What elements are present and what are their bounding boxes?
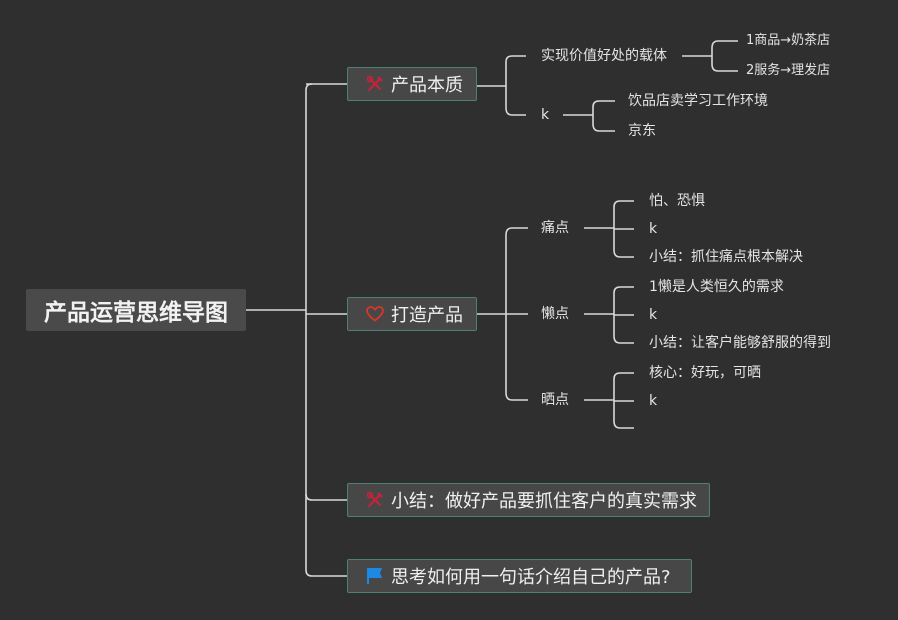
node-share-core[interactable]: 核心：好玩，可晒 <box>649 365 761 381</box>
node-k-share[interactable]: k <box>649 393 658 409</box>
branch-summary[interactable]: 小结：做好产品要抓住客户的真实需求 <box>347 483 710 517</box>
branch-label: 小结：做好产品要抓住客户的真实需求 <box>391 491 697 512</box>
node-jd[interactable]: 京东 <box>628 123 656 139</box>
branch-label: 打造产品 <box>391 305 463 326</box>
node-share-point[interactable]: 晒点 <box>541 392 569 408</box>
root-label: 产品运营思维导图 <box>44 300 228 326</box>
heart-icon <box>364 303 386 325</box>
branch-think[interactable]: 思考如何用一句话介绍自己的产品? <box>347 559 692 593</box>
node-k-pain[interactable]: k <box>649 221 658 237</box>
node-drink-shop[interactable]: 饮品店卖学习工作环境 <box>628 93 768 109</box>
node-lazy-point[interactable]: 懒点 <box>541 306 569 322</box>
tools-icon <box>364 73 386 95</box>
node-service-example[interactable]: 2服务→理发店 <box>746 63 831 78</box>
tools-icon <box>364 489 386 511</box>
root-node[interactable]: 产品运营思维导图 <box>26 289 246 331</box>
node-pain-point[interactable]: 痛点 <box>541 220 569 236</box>
node-goods-example[interactable]: 1商品→奶茶店 <box>746 33 831 48</box>
branch-build-product[interactable]: 打造产品 <box>347 297 477 331</box>
branch-product-essence[interactable]: 产品本质 <box>347 67 477 101</box>
node-fear[interactable]: 怕、恐惧 <box>649 193 705 209</box>
node-lazy-need[interactable]: 1懒是人类恒久的需求 <box>649 279 784 295</box>
node-value-carrier[interactable]: 实现价值好处的载体 <box>541 48 667 64</box>
node-lazy-summary[interactable]: 小结：让客户能够舒服的得到 <box>649 335 831 351</box>
node-pain-summary[interactable]: 小结：抓住痛点根本解决 <box>649 249 803 265</box>
node-k-essence[interactable]: k <box>541 107 550 123</box>
flag-icon <box>364 565 386 587</box>
branch-label: 思考如何用一句话介绍自己的产品? <box>391 567 671 588</box>
connector-trunk <box>305 83 313 577</box>
node-k-lazy[interactable]: k <box>649 307 658 323</box>
branch-label: 产品本质 <box>391 75 463 96</box>
